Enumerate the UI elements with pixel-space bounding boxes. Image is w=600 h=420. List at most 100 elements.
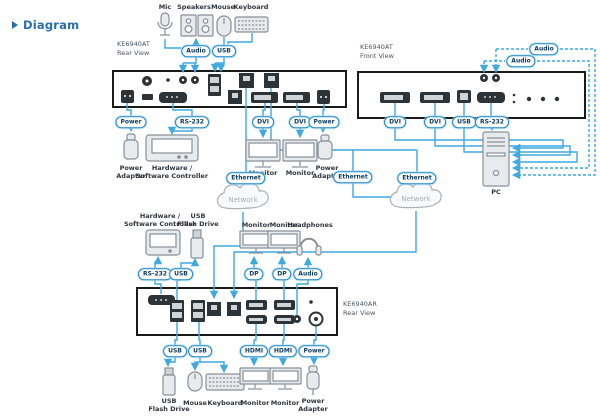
pill-front-audio-1: Audio: [506, 55, 536, 67]
label-mouse: Mouse: [211, 3, 235, 11]
db9-pin: [160, 299, 162, 301]
label-rx-flash-top: USB Flash Drive: [177, 212, 219, 229]
power-pin: [129, 95, 131, 97]
keyboard-icon: [205, 373, 245, 391]
dvi-slot: [286, 95, 303, 100]
network-label: Network: [401, 195, 431, 203]
jack-hole: [295, 317, 299, 321]
pill-tx-dvi1: DVI: [252, 116, 274, 128]
label-keyboard: Keyboard: [233, 3, 269, 11]
pill-rx-rs232: RS-232: [138, 268, 172, 280]
pill-front-dvi1: DVI: [384, 116, 406, 128]
jack-hole: [482, 76, 486, 80]
tx-rear-name: KE6940AT Rear View: [117, 40, 150, 58]
pill-audio-top: Audio: [181, 45, 211, 57]
monitor-icon: [282, 139, 318, 168]
power-pin: [325, 96, 327, 98]
dp-slot: [249, 303, 263, 307]
pill-front-rs232: RS-232: [475, 116, 509, 128]
db9-pin: [489, 96, 491, 98]
port-flat: [142, 94, 153, 100]
tx-front-ports: [380, 74, 560, 104]
dvi-slot: [424, 95, 443, 100]
cable-lines: [126, 33, 596, 374]
label-speakers: Speakers: [177, 3, 211, 11]
pill-tx-rs232: RS-232: [175, 116, 209, 128]
label-mic: Mic: [158, 3, 172, 11]
usb-flash-drive-icon: [190, 229, 204, 259]
network-clouds: Network Network: [216, 181, 442, 210]
label-rx-keyboard: Keyboard: [207, 399, 243, 407]
usb-slot: [210, 86, 219, 92]
db9-pin: [165, 299, 167, 301]
usb-slot: [172, 312, 182, 318]
port-front-rs232: [477, 92, 505, 103]
usb-flash-drive-icon: [162, 367, 176, 396]
network-cloud-icon: Network: [389, 181, 442, 209]
mic-icon: [157, 12, 173, 36]
tx-front-model: KE6940AT: [360, 43, 393, 51]
tx-front-name: KE6940AT Front View: [360, 43, 394, 61]
pill-ethernet-2: Ethernet: [333, 171, 373, 183]
power-pin: [320, 96, 322, 98]
pill-front-dvi2: DVI: [424, 116, 446, 128]
tx-front-view: Front View: [360, 51, 394, 60]
port-rs232: [159, 92, 187, 103]
port-power-2: [317, 90, 330, 104]
power-adapter-icon: [317, 134, 333, 160]
usb-slot: [210, 77, 219, 83]
peripheral-icons: [123, 12, 510, 396]
monitor-icon: [245, 139, 281, 168]
label-rx-headphones: Headphones: [287, 221, 333, 229]
jack1-hole: [181, 78, 185, 82]
mouse-icon: [187, 371, 203, 392]
port-power: [121, 90, 134, 103]
network-cloud-icon: Network: [216, 182, 269, 210]
jack2-hole: [193, 78, 197, 82]
pill-rx-audio: Audio: [293, 268, 323, 280]
label-pc: PC: [491, 188, 501, 196]
controller-icon: [145, 134, 199, 162]
label-rx-monitor-3: Monitor: [240, 399, 270, 407]
db9-pin: [484, 96, 486, 98]
page-title: Diagram: [12, 18, 79, 32]
dp-slot: [277, 303, 291, 307]
front-led: [512, 93, 516, 97]
pill-rx-dp2: DP: [272, 268, 292, 280]
pill-front-audio-2: Audio: [529, 43, 559, 55]
usb-b-slot: [460, 93, 468, 100]
lan-notch: [243, 76, 250, 81]
label-tx-controller: Hardware / Software Controller: [135, 164, 209, 181]
network-label: Network: [228, 196, 258, 204]
front-button: [554, 96, 560, 102]
monitor-icon: [239, 367, 272, 390]
pc-tower-icon: [482, 131, 510, 187]
label-tx-power-adapter: Power Adapter: [116, 164, 146, 181]
front-button: [540, 96, 546, 102]
label-tx-monitor-2: Monitor: [285, 169, 315, 177]
label-rx-power-adapter: Power Adapter: [298, 397, 328, 414]
tx-rear-model: KE6940AT: [117, 40, 150, 48]
hdmi-slot: [277, 318, 291, 321]
pill-rx-hdmi2: HDMI: [268, 345, 298, 357]
pill-rx-usb-top: USB: [169, 268, 193, 280]
pill-tx-power-left: Power: [115, 116, 147, 128]
rx-rear-view: Rear View: [343, 308, 376, 317]
port-audio-ring-hole: [145, 79, 149, 83]
dvi-slot: [254, 95, 271, 100]
power-pin: [124, 95, 126, 97]
monitor-icon: [267, 230, 301, 254]
rx-rear-model: KE6940AR: [343, 300, 377, 308]
pill-front-usb: USB: [452, 116, 476, 128]
label-rx-flash-bottom: USB Flash Drive: [148, 397, 190, 414]
pill-ethernet-3: Ethernet: [397, 172, 437, 184]
db9-pin: [166, 96, 168, 98]
label-rx-monitor-4: Monitor: [270, 399, 300, 407]
power-center: [314, 317, 318, 321]
label-rx-monitor-1: Monitor: [241, 221, 271, 229]
rx-rear-name: KE6940AR Rear View: [343, 300, 377, 318]
mouse-icon: [216, 15, 232, 37]
usb-slot: [193, 312, 203, 318]
